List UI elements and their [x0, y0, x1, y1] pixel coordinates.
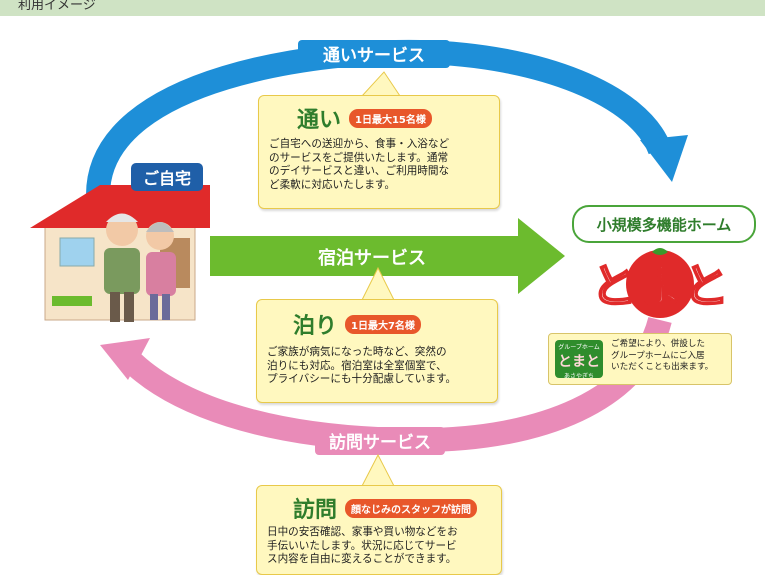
facility-title: 小規模多機能ホーム: [572, 205, 756, 243]
group-home-logo-sub: あさやぎち: [563, 373, 594, 380]
facility-logo: とまと: [590, 248, 730, 318]
tsuu-badge: 1日最大15名様: [349, 108, 432, 128]
tsuu-title: 通い: [297, 108, 342, 133]
visit-line: 手伝いいたします。状況に応じてサービ: [267, 539, 457, 552]
group-home-line: ご希望により、併設した: [611, 339, 706, 349]
stay-arrowhead: [518, 218, 565, 294]
tsuu-line: ど柔軟に対応いたします。: [269, 178, 396, 191]
tsuu-info-box: 通い 1日最大15名様 ご自宅への送迎から、食事・入浴など のサービスをご提供い…: [258, 95, 500, 209]
stay-label: 宿泊サービス: [318, 247, 426, 269]
tsuu-line: ご自宅への送迎から、食事・入浴など: [269, 138, 450, 150]
tsuu-label: 通いサービス: [323, 46, 425, 66]
visit-label-bg: [315, 427, 445, 455]
header-bar: 利用イメージ: [0, 0, 765, 16]
visit-line: ス内容を自由に変えることができます。: [267, 553, 457, 565]
visit-arrowhead: [100, 338, 150, 380]
visit-badge: 顔なじみのスタッフが訪問: [345, 498, 478, 518]
stay-info-box: 泊り 1日最大7名様 ご家族が病気になった時など、突然の 泊りにも対応。宿泊室は…: [256, 299, 498, 403]
tsuu-line: のサービスをご提供いたします。通常: [269, 151, 449, 164]
visit-title: 訪問: [293, 498, 338, 523]
group-home-line: グループホームにご入居: [611, 350, 705, 361]
tsuu-line: のデイサービスと違い、ご利用時間な: [269, 165, 450, 177]
group-home-logo-name: とまと: [558, 354, 600, 370]
visit-line: 日中の安否確認、家事や買い物などをお: [267, 526, 458, 538]
group-home-logo-top: グループホーム: [558, 344, 600, 351]
tsuu-label-bg: [298, 40, 450, 68]
visit-label: 訪問サービス: [329, 432, 431, 453]
tsuu-pointer: [360, 71, 401, 97]
stay-line: プライバシーにも十分配慮しています。: [267, 373, 457, 385]
group-home-logo: グループホーム とまと あさやぎち: [555, 340, 603, 380]
facility-name: とまと: [591, 259, 729, 313]
visit-pointer: [361, 453, 395, 487]
stay-badge: 1日最大7名様: [345, 314, 421, 334]
house-illustration: [30, 185, 210, 322]
stay-title: 泊り: [293, 314, 338, 339]
group-home-box: グループホーム とまと あさやぎち ご希望により、併設した グループホームにご入…: [548, 333, 732, 385]
stay-line: 泊りにも対応。宿泊室は全室個室で、: [267, 359, 447, 372]
header-title: 利用イメージ: [18, 0, 96, 13]
group-home-line: いただくことも出来ます。: [611, 362, 714, 372]
stay-line: ご家族が病気になった時など、突然の: [267, 346, 447, 358]
tsuu-arrowhead: [640, 135, 688, 182]
home-tag: ご自宅: [131, 163, 203, 191]
stay-arrow-body: [210, 236, 520, 276]
visit-info-box: 訪問 顔なじみのスタッフが訪問 日中の安否確認、家事や買い物などをお 手伝いいた…: [256, 485, 502, 575]
